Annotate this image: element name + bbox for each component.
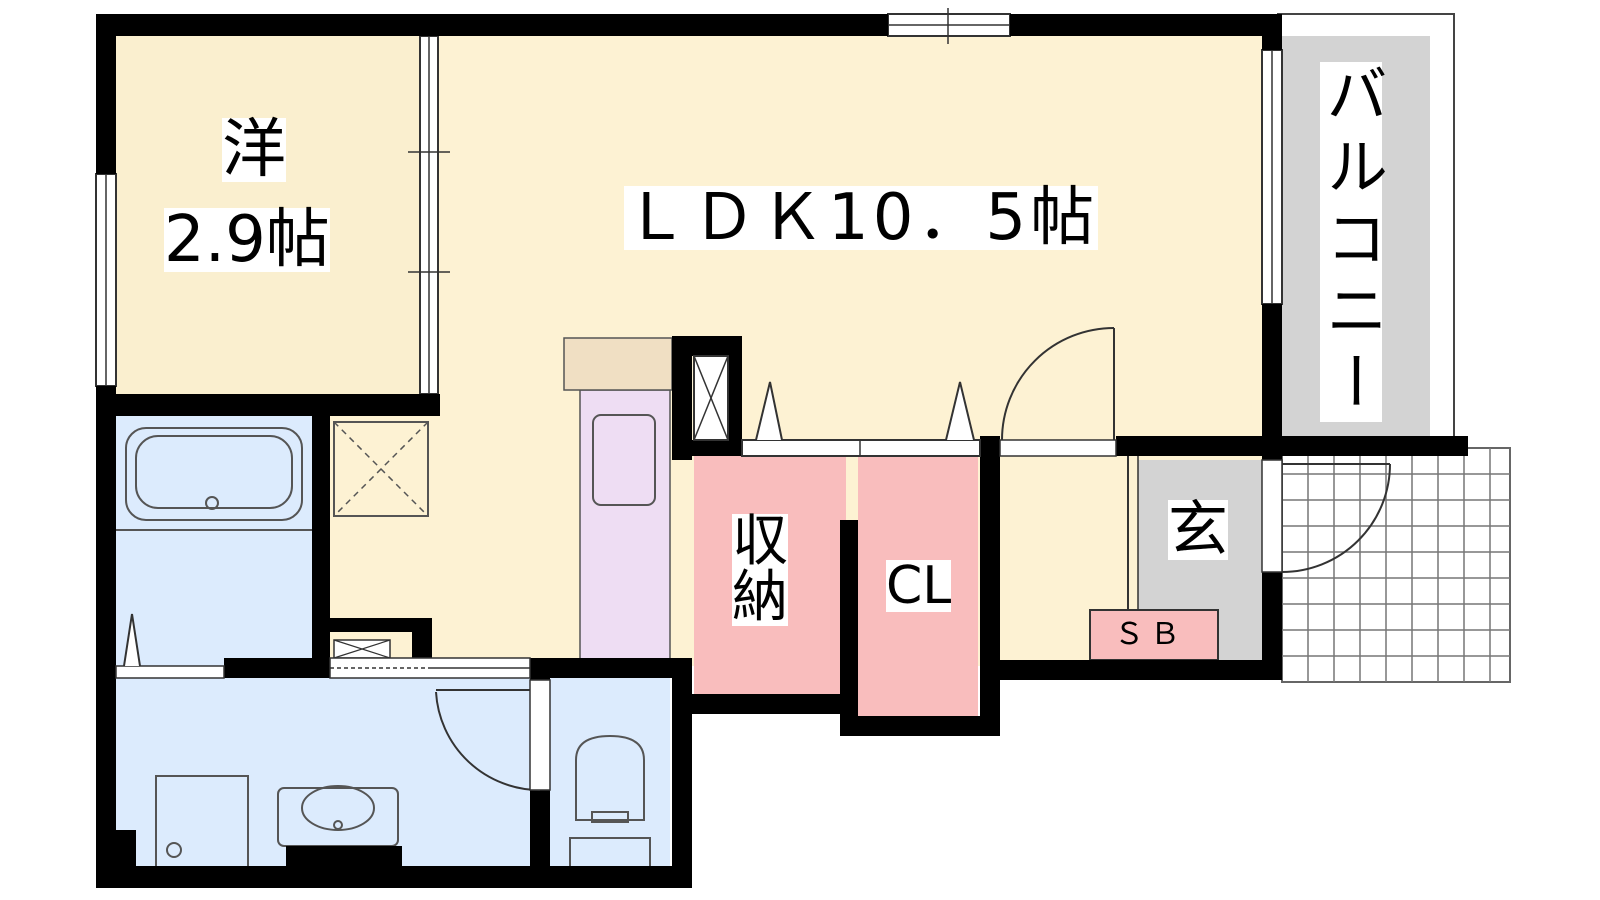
shoe-box-label: ＳＢ: [1114, 617, 1186, 652]
toilet-floor: [550, 666, 670, 870]
fridge-outline: [592, 414, 656, 506]
porch-tiles: [1281, 447, 1511, 683]
closet-label: CL: [886, 556, 952, 616]
balcony-label: バルコニー: [1315, 62, 1388, 422]
ldk-label: ＬＤＫ10．5帖: [624, 181, 1099, 255]
toilet-door[interactable]: [435, 689, 541, 792]
bathroom-floor: [116, 416, 312, 666]
storage-label-line1: 収: [732, 509, 788, 574]
shoe-box: [1089, 609, 1219, 661]
storage-label: 収 納: [732, 514, 788, 626]
toilet-seat-line: [591, 811, 629, 823]
sink-drain: [333, 820, 343, 830]
bathtub: [125, 427, 303, 521]
walls: [96, 14, 1468, 888]
entrance-label: 玄: [1168, 495, 1228, 565]
skylight-box: [333, 421, 429, 517]
skylight-cross-b: [333, 421, 429, 517]
toilet-bowl: [575, 734, 645, 821]
western-room-size: 2.9帖: [164, 203, 330, 277]
washroom-floor: [116, 666, 530, 870]
ldk-door[interactable]: [999, 327, 1117, 457]
western-room-label: 洋: [222, 113, 286, 187]
bathtub-drain: [205, 496, 219, 510]
bath-sliding-door: [115, 665, 225, 679]
washing-machine-knob: [166, 842, 182, 858]
kitchen-counter: [563, 337, 673, 391]
entrance-door[interactable]: [1261, 459, 1391, 573]
storage-label-line2: 納: [732, 565, 788, 630]
storage-sliding-door: [741, 439, 981, 457]
